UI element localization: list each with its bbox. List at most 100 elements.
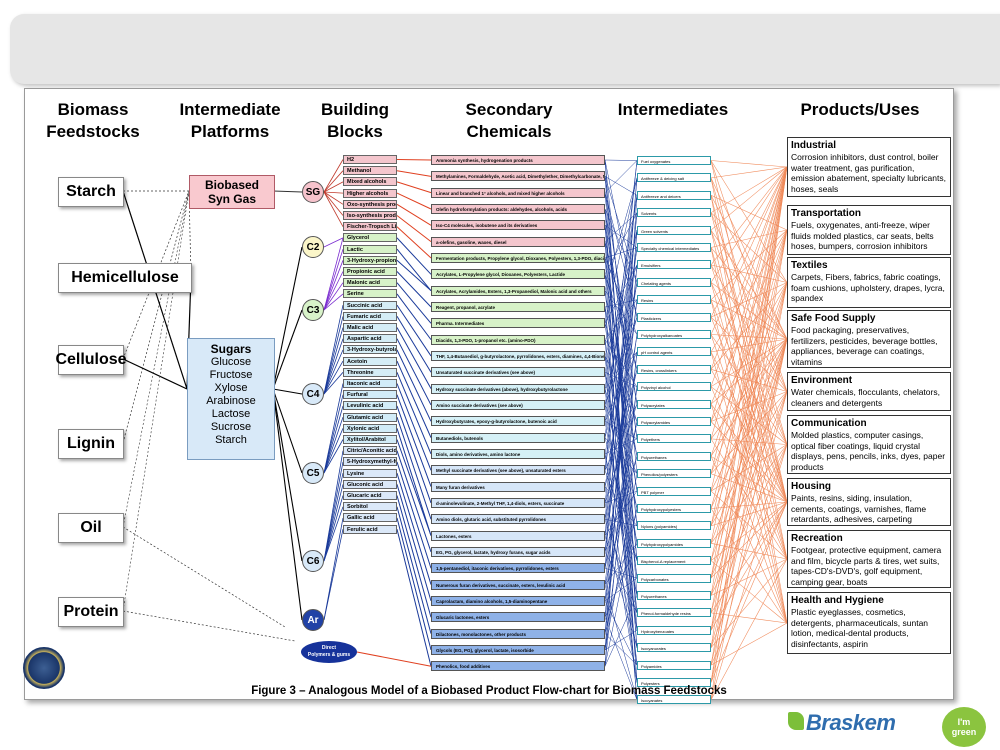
building-block: Glucaric acid	[343, 491, 397, 500]
intermediate-to-product-line	[710, 195, 788, 231]
product-use-text: Carpets, Fibers, fabrics, fabric coating…	[791, 272, 945, 303]
carbon-to-block-line	[323, 181, 344, 193]
carbon-to-block-line	[323, 529, 344, 621]
carbon-to-block-line	[323, 282, 344, 311]
intermediate-item: Isocyanurates	[637, 643, 711, 653]
product-use-box: Transportation Fuels, oxygenates, anti-f…	[787, 205, 951, 255]
carbon-to-block-line	[323, 495, 344, 562]
intermediate-item: Polyethers	[637, 434, 711, 444]
sugars-to-carbon-line	[272, 246, 303, 390]
product-use-title: Textiles	[791, 260, 828, 271]
secondary-to-intermediate-line	[604, 230, 638, 618]
block-to-secondary-line	[396, 360, 432, 438]
intermediate-to-product-line	[710, 229, 788, 613]
intermediate-item: Polyacrylates	[637, 399, 711, 409]
block-to-secondary-line	[396, 461, 432, 569]
secondary-to-intermediate-line	[604, 551, 638, 614]
intermediate-to-product-line	[710, 421, 788, 503]
intermediate-item: Solvents	[637, 208, 711, 218]
intermediate-to-product-line	[710, 438, 788, 560]
secondary-chemical: Phenolics, food additives	[431, 661, 605, 672]
intermediate-to-product-line	[710, 501, 788, 666]
carbon-to-block-line	[323, 405, 344, 474]
intermediate-to-product-line	[710, 444, 788, 648]
secondary-to-intermediate-line	[604, 584, 638, 699]
block-to-secondary-line	[396, 192, 432, 210]
secondary-to-intermediate-line	[604, 230, 638, 650]
sugar-item: Arabinose	[206, 395, 256, 407]
secondary-chemical: Acrylates, Acrylamides, Esters, 1,3-Prop…	[431, 285, 605, 296]
carbon-to-block-line	[323, 394, 344, 474]
block-to-secondary-line	[396, 517, 432, 651]
sugar-item: Lactose	[211, 408, 251, 420]
intermediate-item: Polyurethanes	[637, 591, 711, 600]
carbon-to-block-line	[323, 484, 344, 562]
block-to-secondary-line	[396, 159, 432, 161]
secondary-to-intermediate-line	[604, 630, 638, 651]
secondary-to-intermediate-line	[604, 453, 638, 683]
secondary-chemical: Diols, amino derivatives, amino lactone	[431, 448, 605, 459]
sugar-item: Xylose	[214, 382, 248, 394]
secondary-to-intermediate-line	[604, 351, 638, 422]
block-to-secondary-line	[396, 428, 432, 536]
secondary-to-intermediate-line	[604, 456, 638, 585]
carbon-to-block-line	[323, 506, 344, 562]
secondary-to-intermediate-line	[604, 177, 638, 324]
product-use-text: Plastic eyeglasses, cosmetics, detergent…	[791, 607, 929, 649]
secondary-chemical: 1,5-pentanediol, itaconic derivatives, p…	[431, 563, 605, 574]
secondary-to-intermediate-line	[604, 212, 638, 552]
intermediate-to-product-line	[710, 444, 788, 699]
secondary-to-intermediate-line	[604, 519, 638, 527]
syngas-to-sg-line	[272, 190, 303, 193]
secondary-to-intermediate-line	[604, 160, 638, 193]
block-to-secondary-line	[396, 237, 432, 275]
intermediate-to-product-line	[710, 403, 788, 503]
secondary-to-intermediate-line	[604, 264, 638, 357]
intermediate-to-product-line	[710, 166, 788, 231]
block-to-secondary-line	[396, 383, 432, 471]
sugar-item: Starch	[215, 434, 247, 446]
intermediate-to-product-line	[710, 501, 788, 614]
intermediate-to-product-line	[710, 391, 788, 631]
intermediate-item: Polyurethanes	[637, 451, 711, 461]
intermediate-to-product-line	[710, 247, 788, 340]
product-use-box: Environment Water chemicals, flocculants…	[787, 372, 951, 411]
secondary-to-intermediate-line	[604, 212, 638, 520]
carbon-to-block-line	[323, 338, 344, 395]
intermediate-to-product-line	[710, 166, 788, 335]
secondary-to-intermediate-line	[604, 299, 638, 340]
intermediate-to-product-line	[710, 166, 788, 318]
building-block: Fumaric acid	[343, 311, 397, 321]
intermediate-item: Fuel oxygenates	[637, 156, 711, 165]
carbon-to-block-line	[323, 349, 344, 395]
product-use-box: Industrial Corrosion inhibitors, dust co…	[787, 137, 951, 197]
intermediate-to-product-line	[710, 456, 788, 624]
intermediate-to-product-line	[710, 166, 788, 492]
intermediate-to-product-line	[710, 229, 788, 405]
intermediate-to-product-line	[710, 282, 788, 579]
secondary-chemical: THF, 1,4-Butanediol, g-butyrolactone, py…	[431, 350, 605, 361]
product-use-title: Health and Hygiene	[791, 595, 884, 606]
intermediate-to-product-line	[710, 264, 788, 503]
building-block: Fischer-Tropsch Liquids	[343, 222, 397, 232]
building-block: Glycerol	[343, 233, 397, 243]
intermediate-item: Bisphenol-A replacement	[637, 556, 711, 566]
secondary-chemical: Linear and branched 1° alcohols, and mix…	[431, 187, 605, 198]
product-use-title: Recreation	[791, 533, 843, 544]
building-block: Threonine	[343, 367, 397, 377]
secondary-to-intermediate-line	[604, 486, 638, 683]
intermediate-item: Plasticizers	[637, 312, 711, 322]
product-use-title: Industrial	[791, 140, 837, 151]
block-to-secondary-line	[396, 439, 432, 536]
block-to-secondary-line	[396, 495, 432, 618]
secondary-to-intermediate-line	[604, 577, 638, 602]
intermediate-item: Green solvents	[637, 225, 711, 235]
intermediate-to-product-line	[710, 369, 788, 503]
intermediate-to-product-line	[710, 166, 788, 370]
carbon-to-block-line	[323, 271, 344, 311]
intermediate-to-product-line	[710, 212, 788, 283]
intermediate-item: Antifreeze & deicing salt	[637, 173, 711, 183]
carbon-platform-node: C3	[302, 299, 324, 321]
secondary-chemical: Dilactones, monolactones, other products	[431, 628, 605, 639]
secondary-to-intermediate-line	[604, 386, 638, 650]
